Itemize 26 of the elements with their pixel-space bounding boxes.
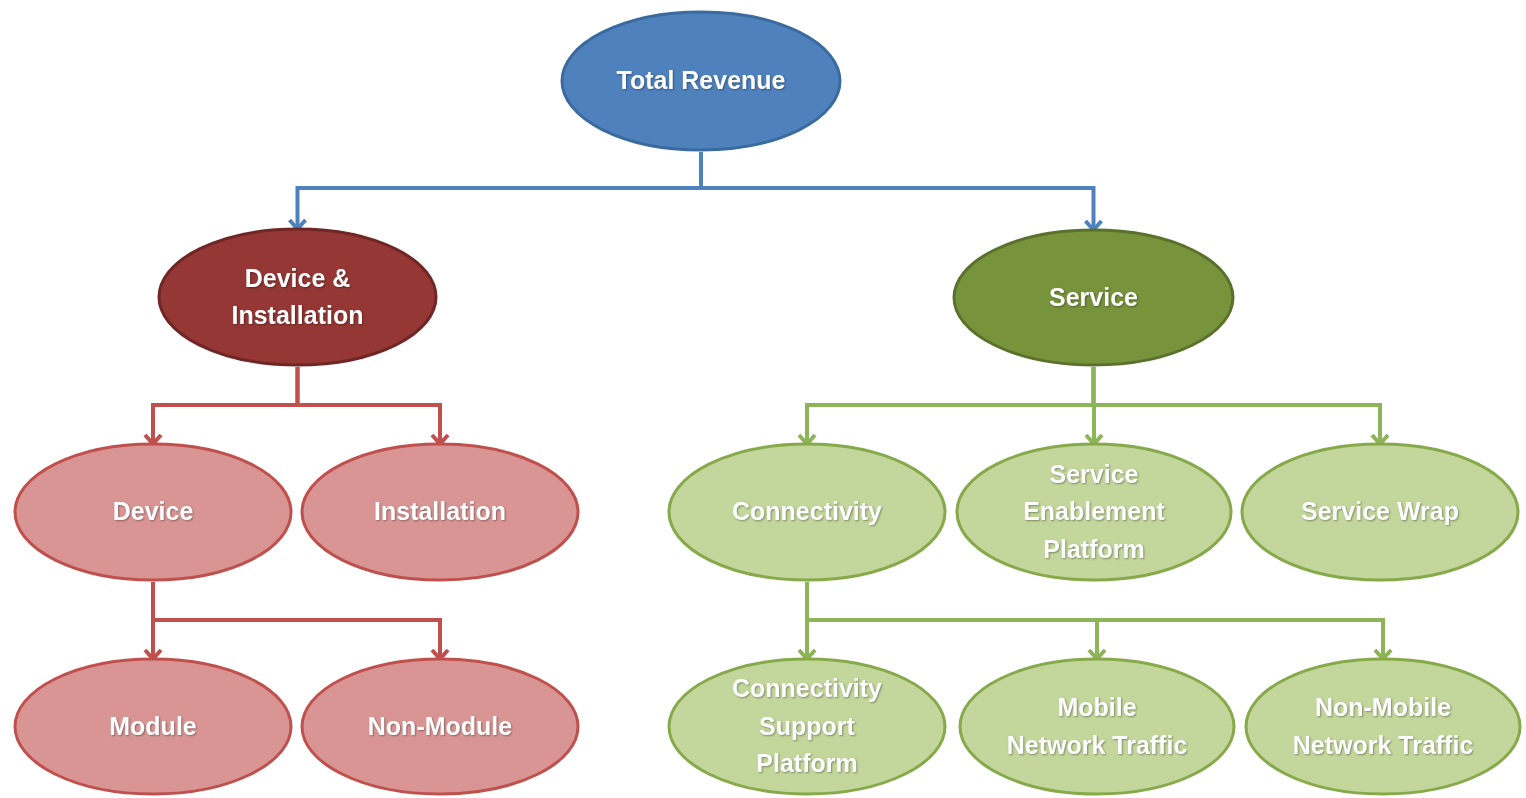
ellipse-node	[300, 442, 580, 582]
node-label: Module	[109, 710, 197, 742]
node-label: Connectivity Support Platform	[730, 673, 883, 780]
node-label: Connectivity	[732, 496, 882, 528]
node-label: Device & Installation	[230, 262, 365, 331]
node-label: Non-Mobile Network Traffic	[1291, 692, 1475, 761]
ellipse-node	[300, 657, 580, 796]
ellipse-node	[13, 657, 293, 796]
node-label: Total Revenue	[616, 65, 786, 97]
node-label: Device	[112, 496, 194, 528]
node-label: Service Wrap	[1301, 496, 1459, 528]
node-label: Mobile Network Traffic	[1005, 692, 1189, 761]
ellipse-node	[1240, 442, 1520, 582]
ellipse-node	[667, 657, 947, 796]
node-label: Installation	[374, 496, 506, 528]
ellipse-node	[157, 227, 438, 367]
ellipse-node	[952, 228, 1235, 367]
ellipse-node	[667, 442, 947, 582]
node-label: Service Enablement Platform	[1022, 458, 1166, 565]
node-label: Non-Module	[367, 710, 513, 742]
ellipse-node	[560, 10, 842, 152]
ellipse-node	[1244, 657, 1522, 796]
ellipse-node	[958, 657, 1236, 796]
ellipse-node	[955, 442, 1233, 582]
ellipse-node	[13, 442, 293, 582]
node-label: Service	[1049, 281, 1138, 313]
